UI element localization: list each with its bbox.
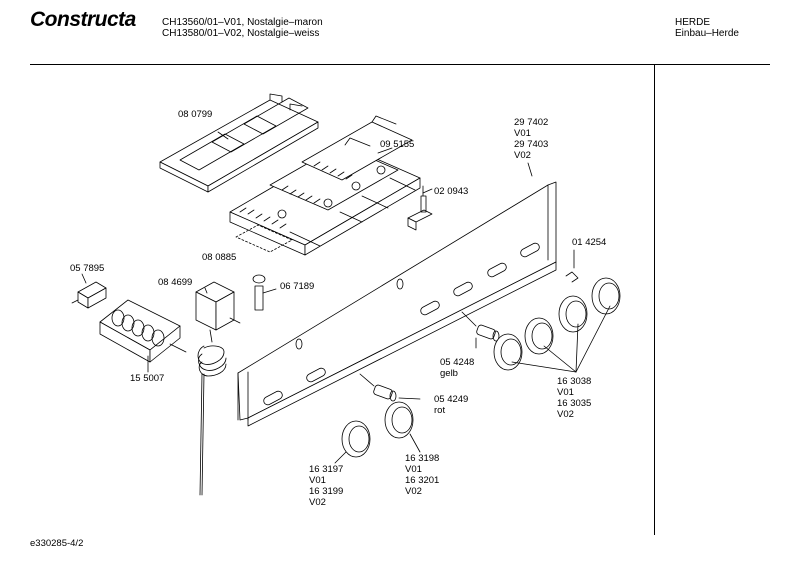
drawing-id: e330285-4/2 — [30, 538, 84, 549]
part-switch-block — [229, 115, 421, 256]
part-lamp-yellow — [461, 311, 500, 342]
part-small-switch — [71, 281, 107, 309]
part-thermostat — [195, 281, 241, 496]
part-knob-group-right — [493, 277, 621, 371]
leader-297402 — [527, 162, 533, 177]
leader-084699 — [204, 287, 208, 294]
part-control-panel — [237, 181, 557, 427]
leader-163198 — [409, 433, 421, 453]
leader-163038 — [511, 305, 611, 373]
label-057895: 05 7895 — [70, 263, 105, 274]
label-067189: 06 7189 — [280, 281, 315, 292]
part-clip — [565, 271, 579, 283]
leader-080885 — [235, 224, 293, 253]
part-frame-tray — [159, 93, 319, 193]
leader-067189 — [262, 288, 277, 294]
part-lamp-red — [359, 373, 397, 402]
leader-054249 — [398, 397, 421, 400]
leader-080799 — [217, 131, 229, 140]
label-155007: 15 5007 — [130, 373, 165, 384]
part-contact — [407, 185, 433, 231]
label-080799: 08 0799 — [178, 109, 213, 120]
header-divider — [30, 64, 770, 65]
label-080885: 08 0885 — [202, 252, 237, 263]
label-084699: 08 4699 — [158, 277, 193, 288]
leader-020943 — [422, 188, 433, 194]
label-095155: 09 5155 — [380, 139, 415, 150]
part-knob-middle — [384, 401, 414, 439]
label-020943: 02 0943 — [434, 186, 469, 197]
side-divider — [654, 65, 655, 535]
part-rotary-switch — [99, 299, 187, 363]
part-knob-left — [341, 420, 371, 458]
label-014254: 01 4254 — [572, 237, 607, 248]
leader-095155 — [377, 147, 393, 154]
model-line-1: CH13560/01–V01, Nostalgie–maron — [162, 17, 323, 28]
category-line-2: Einbau–Herde — [675, 28, 739, 39]
model-line-2: CH13580/01–V02, Nostalgie–weiss — [162, 28, 320, 39]
brand-logo: Constructa — [30, 8, 136, 31]
category-line-1: HERDE — [675, 17, 711, 28]
leader-057895 — [81, 273, 87, 284]
part-screw — [252, 274, 266, 311]
leader-163197 — [334, 451, 347, 464]
